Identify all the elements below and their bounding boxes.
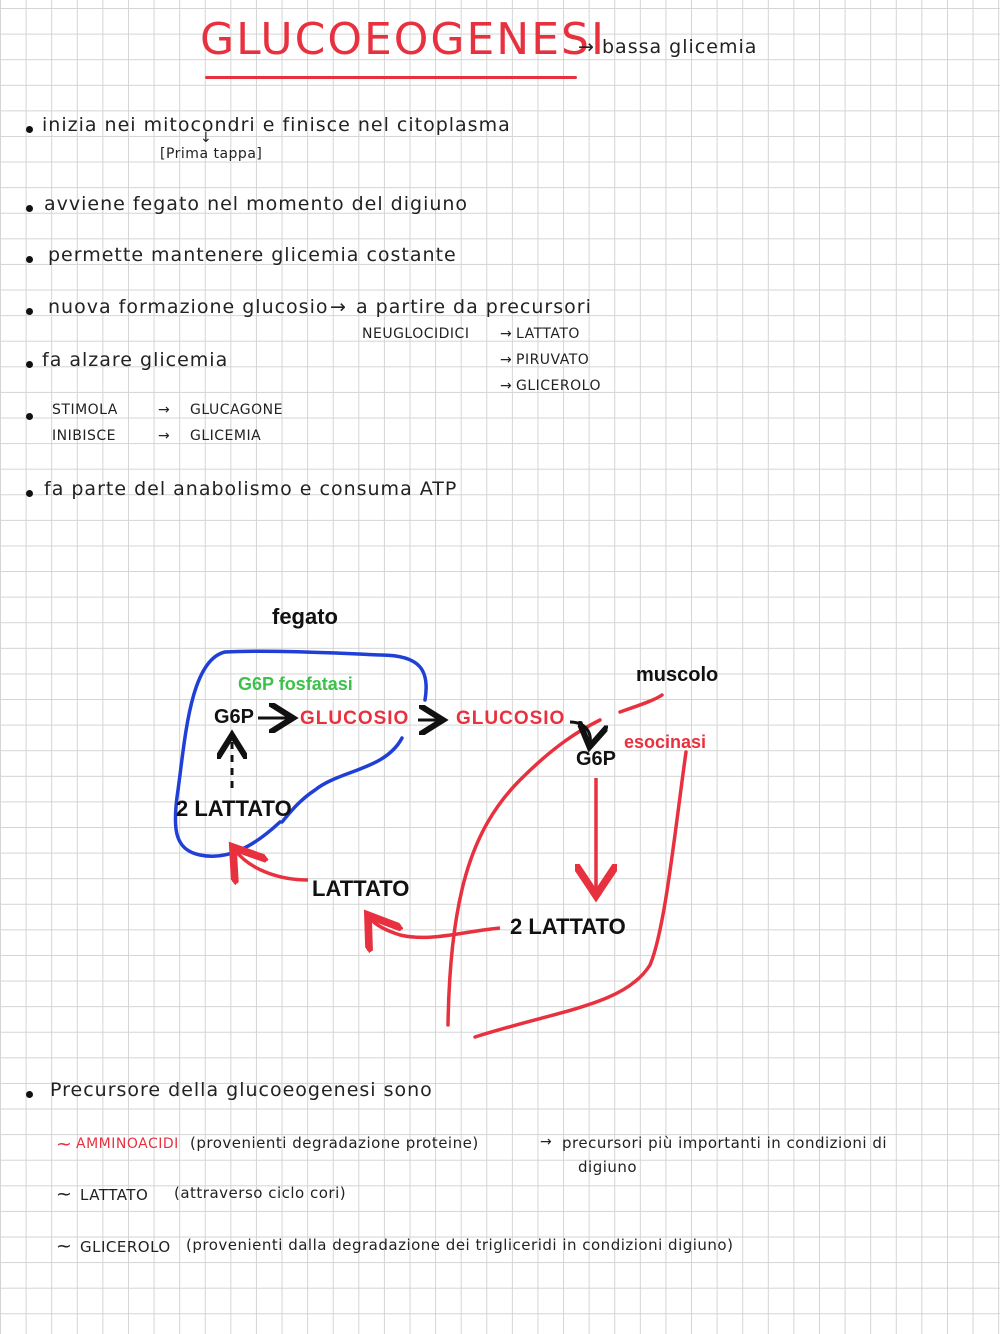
item-marker: ~ bbox=[56, 1235, 73, 1257]
arrow-blood-lactate-to-liver bbox=[235, 850, 309, 880]
arrow-muscle-lactate-to-blood bbox=[370, 918, 501, 937]
title-arrow: → bbox=[578, 36, 595, 58]
muscle-compartment-outline bbox=[618, 693, 664, 714]
precursor-item: GLICEROLO bbox=[516, 378, 601, 394]
bullet-dot bbox=[26, 205, 33, 212]
title-underline bbox=[205, 76, 577, 79]
small-arrow: ↓ bbox=[200, 130, 213, 146]
arrow: → bbox=[158, 428, 171, 444]
bullet-text: fa parte del anabolismo e consuma ATP bbox=[44, 478, 458, 500]
arrow-glucose-to-muscle bbox=[569, 720, 590, 744]
transit-glucose-label: GLUCOSIO bbox=[456, 708, 566, 729]
precursor-detail: (provenienti dalla degradazione dei trig… bbox=[186, 1236, 734, 1254]
liver-g6p-label: G6P bbox=[214, 706, 255, 728]
arrow: → bbox=[500, 378, 513, 394]
precursor-name: LATTATO bbox=[80, 1186, 149, 1204]
liver-lactate-label: 2 LATTATO bbox=[176, 796, 292, 821]
bullet-note: [Prima tappa] bbox=[160, 146, 263, 162]
blood-lactate-label: LATTATO bbox=[312, 876, 410, 901]
precursor-detail: (attraverso ciclo cori) bbox=[174, 1184, 347, 1202]
title-note: bassa glicemia bbox=[602, 36, 758, 58]
liver-label: fegato bbox=[272, 604, 338, 629]
arrow: → bbox=[500, 352, 513, 368]
precursor-item: PIRUVATO bbox=[516, 352, 590, 368]
bullet-text: permette mantenere glicemia costante bbox=[48, 244, 457, 266]
bullet-dot bbox=[26, 361, 33, 368]
enzyme-liver-label: G6P fosfatasi bbox=[238, 674, 353, 694]
muscle-label: muscolo bbox=[636, 664, 719, 686]
bullet-text-cont: a partire da precursori bbox=[356, 296, 592, 318]
muscle-compartment-outline bbox=[473, 750, 688, 1039]
bullet-dot bbox=[26, 308, 33, 315]
bullet-dot bbox=[26, 126, 33, 133]
bullet-dot bbox=[26, 413, 33, 420]
section-heading: Precursore della glucoeogenesi sono bbox=[50, 1079, 433, 1101]
page-title: GLUCOEOGENESI bbox=[200, 14, 606, 65]
precursor-kind: NEUGLOCIDICI bbox=[362, 326, 470, 342]
muscle-g6p-label: G6P bbox=[576, 748, 617, 770]
precursor-name: AMMINOACIDI bbox=[76, 1136, 179, 1152]
item-marker: ~ bbox=[56, 1133, 73, 1155]
precursor-name: GLICEROLO bbox=[80, 1238, 171, 1256]
bullet-text: fa alzare glicemia bbox=[42, 349, 229, 371]
precursor-note: precursori più importanti in condizioni … bbox=[562, 1134, 888, 1152]
bullet-text: inizia nei mitocondri e finisce nel cito… bbox=[42, 114, 511, 136]
liver-compartment-outline bbox=[280, 736, 404, 824]
bullet-dot bbox=[26, 1091, 33, 1098]
arrow: → bbox=[540, 1134, 553, 1150]
item-marker: ~ bbox=[56, 1183, 73, 1205]
enzyme-muscle-label: esocinasi bbox=[624, 732, 707, 752]
stimola-target: GLUCAGONE bbox=[190, 402, 283, 418]
bullet-dot bbox=[26, 490, 33, 497]
precursor-detail: (provenienti degradazione proteine) bbox=[190, 1134, 479, 1152]
arrow: → bbox=[500, 326, 513, 342]
inibisce-label: INIBISCE bbox=[52, 428, 116, 444]
inibisce-target: GLICEMIA bbox=[190, 428, 262, 444]
arrow: → bbox=[330, 296, 347, 318]
bullet-text: avviene fegato nel momento del digiuno bbox=[44, 193, 469, 215]
bullet-dot bbox=[26, 256, 33, 263]
stimola-label: STIMOLA bbox=[52, 402, 118, 418]
muscle-lactate-label: 2 LATTATO bbox=[510, 914, 626, 939]
bullet-text: nuova formazione glucosio bbox=[48, 296, 329, 318]
arrow: → bbox=[158, 402, 171, 418]
precursor-note-cont: digiuno bbox=[578, 1158, 638, 1176]
precursor-item: LATTATO bbox=[516, 326, 580, 342]
liver-glucose-label: GLUCOSIO bbox=[300, 708, 410, 729]
